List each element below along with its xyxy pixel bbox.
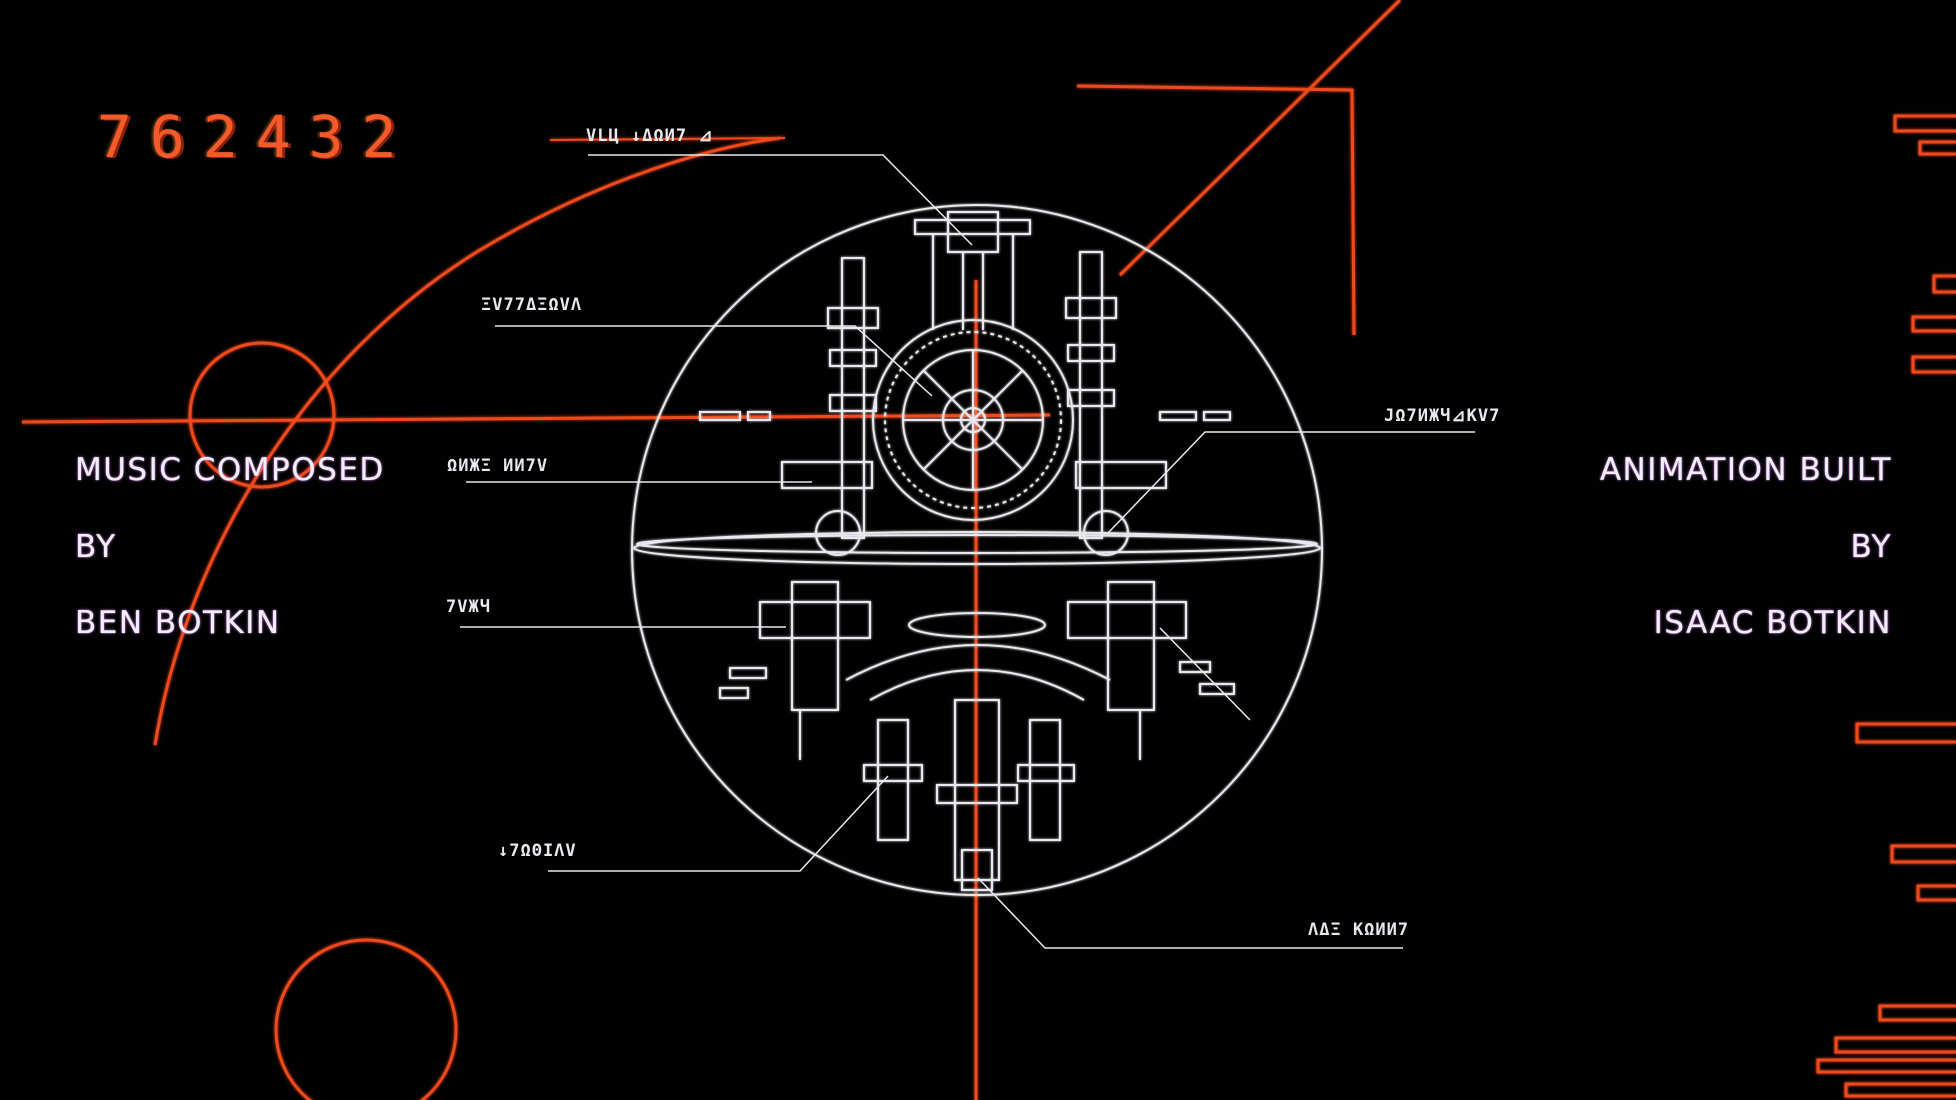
right-edge-bars [1816, 114, 1956, 1098]
small-ring-bottom [274, 938, 458, 1100]
fragment [1203, 411, 1231, 421]
small-ring-left [188, 341, 336, 489]
edge-bar [1918, 140, 1956, 156]
lower-right-piston [1107, 581, 1155, 711]
left-column [841, 257, 865, 539]
edge-bar [1878, 1004, 1956, 1022]
diagonal-line [1118, 0, 1402, 277]
callout-label: ↓7ΩΘIΛV [498, 841, 577, 861]
leader-line [977, 877, 1403, 949]
right-arm [1075, 461, 1167, 489]
outer-sphere [631, 204, 1323, 896]
fragment [699, 411, 741, 421]
leader-line [1159, 627, 1251, 721]
equator-ring-inner [636, 534, 1318, 554]
edge-bar [1916, 884, 1956, 902]
bottom-stem-flange [863, 764, 923, 782]
lower-left-flange [759, 601, 871, 639]
credit-right-name: ISAAC BOTKIN [1653, 605, 1892, 641]
fragment [1179, 661, 1211, 673]
horizontal-crosshair [21, 413, 1051, 424]
callout-label: 7VЖЧ [446, 597, 491, 617]
fragment [1199, 683, 1235, 695]
top-cap [914, 219, 1031, 235]
edge-bar [1911, 355, 1956, 374]
credit-right-by: BY [1850, 529, 1892, 565]
edge-bar [1855, 722, 1956, 744]
callout-label: ΛΔΞ КΩИИ7 [1308, 920, 1410, 940]
credit-left-name: BEN BOTKIN [75, 605, 281, 641]
fragment [747, 411, 771, 421]
right-knuckle [1083, 510, 1129, 556]
left-collar [829, 349, 877, 367]
lower-arch [869, 669, 1085, 701]
corner-bracket [1076, 84, 1356, 336]
callout-label: VLЦ ↓ΔΩИ7 ⊿ [586, 126, 714, 146]
credit-left-by: BY [75, 529, 117, 565]
right-collar [1065, 297, 1117, 319]
credit-left-role: MUSIC COMPOSED [75, 452, 385, 488]
callout-leaders [460, 154, 1475, 949]
edge-bar [1834, 1036, 1956, 1054]
callout-label: ЈΩ7ИЖЧ⊿КV7 [1384, 406, 1501, 426]
edge-bar [1893, 114, 1956, 133]
central-gear-outer [872, 319, 1074, 521]
callout-label: ΞV77ΔΞΩVΛ [481, 295, 583, 315]
callout-label: ΩИЖΞ ИИ7V [447, 456, 549, 476]
bottom-tip [961, 849, 993, 891]
large-arc [153, 136, 781, 746]
right-column [1079, 251, 1103, 539]
lower-dish [908, 612, 1046, 638]
lower-right-flange [1067, 601, 1187, 639]
equator-ring [633, 531, 1321, 565]
edge-bar [1890, 844, 1956, 864]
central-gear-teeth [884, 331, 1062, 509]
edge-bar [1911, 315, 1956, 333]
credit-right-role: ANIMATION BUILT [1599, 452, 1892, 488]
counter-readout: 762432 [97, 103, 415, 171]
leader-line [588, 154, 973, 246]
fragment [1159, 411, 1197, 421]
right-collar [1067, 344, 1115, 362]
lower-left-piston [791, 581, 839, 711]
fragment [729, 667, 767, 679]
bottom-stem-flange [936, 784, 1018, 804]
bottom-stem-center [954, 699, 1000, 881]
leader-line [548, 775, 889, 872]
edge-bar [1932, 274, 1956, 294]
bottom-stem-flange [1017, 764, 1075, 782]
gear-spoke [923, 370, 1023, 470]
edge-bar [1844, 1082, 1956, 1098]
leader-line [495, 325, 933, 397]
leader-line [1107, 431, 1475, 534]
left-knuckle [815, 510, 861, 556]
fragment [719, 687, 749, 699]
top-mast [947, 211, 999, 253]
left-arm [781, 461, 873, 489]
left-collar [829, 394, 877, 412]
right-collar [1067, 389, 1115, 407]
left-collar [827, 307, 879, 329]
lower-arch [845, 644, 1111, 681]
counter-underline [549, 137, 786, 141]
edge-bar [1816, 1058, 1956, 1074]
machine-wireframe [631, 204, 1323, 896]
